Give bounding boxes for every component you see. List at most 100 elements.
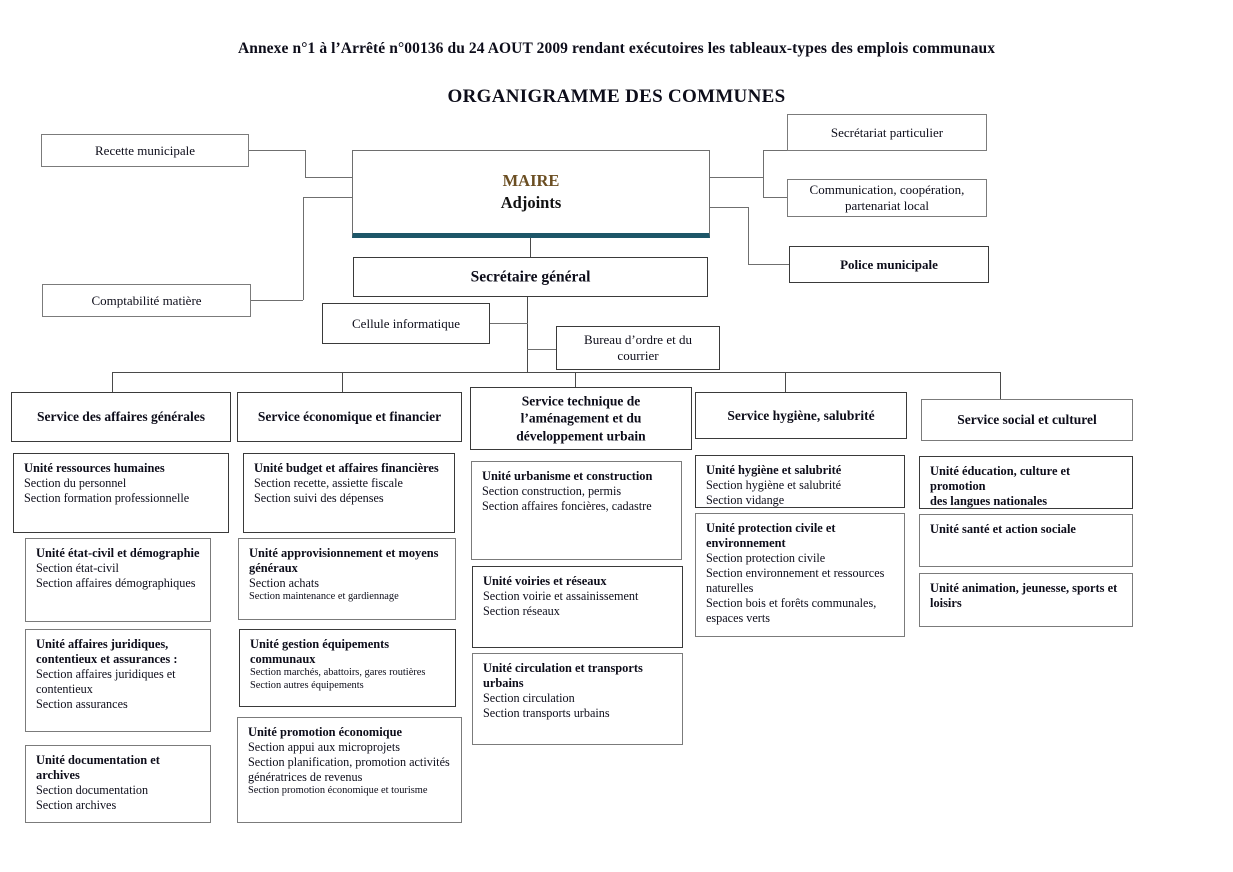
unit-title-line2: archives xyxy=(36,768,80,783)
box-service-technique[interactable]: Service technique de l’aménagement et du… xyxy=(470,387,692,450)
unit-etat-civil-demographie[interactable]: Unité état-civil et démographie Section … xyxy=(25,538,211,622)
unit-education-culture-langues[interactable]: Unité éducation, culture et promotion de… xyxy=(919,456,1133,509)
connector-cellule-h xyxy=(490,323,528,324)
unit-title: Unité santé et action sociale xyxy=(930,522,1076,536)
unit-documentation-archives[interactable]: Unité documentation et archives Section … xyxy=(25,745,211,823)
connector-drop-service-3 xyxy=(575,372,576,392)
unit-budget-affaires-financieres[interactable]: Unité budget et affaires financières Sec… xyxy=(243,453,455,533)
unit-section: Section suivi des dépenses xyxy=(254,491,384,505)
box-recette-municipale[interactable]: Recette municipale xyxy=(41,134,249,167)
box-secretariat-particulier[interactable]: Secrétariat particulier xyxy=(787,114,987,151)
unit-section: Section achats xyxy=(249,576,320,591)
box-cellule-informatique[interactable]: Cellule informatique xyxy=(322,303,490,344)
box-comptabilite-matiere[interactable]: Comptabilité matière xyxy=(42,284,251,317)
unit-title-line1: Unité animation, jeunesse, sports et xyxy=(930,581,1118,595)
unit-protection-civile-environnement[interactable]: Unité protection civile et environnement… xyxy=(695,513,905,637)
unit-section: Section documentation xyxy=(36,783,149,798)
connector-bureau-h xyxy=(527,349,556,350)
unit-title-line2: généraux xyxy=(249,561,298,576)
unit-title-line2: des langues nationales xyxy=(930,494,1048,509)
unit-title-line1: Unité circulation et transports xyxy=(483,661,643,675)
unit-section: Section planification, promotion activit… xyxy=(248,755,450,769)
connector-police-v xyxy=(748,207,749,264)
unit-section: Section maintenance et gardiennage xyxy=(249,591,399,603)
box-communication-cooperation[interactable]: Communication, coopération, partenariat … xyxy=(787,179,987,217)
unit-title: Unité budget et affaires financières xyxy=(254,461,439,475)
box-bureau-ordre-courrier-label: Bureau d’ordre et du courrier xyxy=(584,331,692,363)
box-service-hygiene-salubrite[interactable]: Service hygiène, salubrité xyxy=(695,392,907,439)
unit-section: Section autres équipements xyxy=(250,680,364,692)
unit-gestion-equipements-communaux[interactable]: Unité gestion équipements communaux Sect… xyxy=(239,629,456,707)
unit-section: Section construction, permis xyxy=(482,484,622,499)
unit-title: Unité gestion équipements communaux xyxy=(250,637,390,667)
unit-voiries-reseaux[interactable]: Unité voiries et réseaux Section voirie … xyxy=(472,566,683,648)
unit-section: Section marchés, abattoirs, gares routiè… xyxy=(250,667,426,679)
connector-right-stack-v xyxy=(763,150,764,197)
unit-title-line1: Unité protection civile et xyxy=(706,521,836,535)
connector-sg-down xyxy=(527,297,528,372)
page-title: ORGANIGRAMME DES COMMUNES xyxy=(447,86,786,107)
box-maire-label: MAIRE xyxy=(502,171,560,191)
unit-section: Section recette, assiette fiscale xyxy=(254,476,403,491)
unit-section: Section formation professionnelle xyxy=(24,491,190,505)
box-maire-adjoints[interactable]: MAIRE Adjoints xyxy=(352,150,710,238)
connector-recette-h1 xyxy=(248,150,306,151)
unit-section: Section affaires foncières, cadastre xyxy=(482,499,652,513)
unit-title: Unité promotion économique xyxy=(248,725,402,739)
connector-secretariat-h xyxy=(763,150,787,151)
box-bureau-ordre-courrier[interactable]: Bureau d’ordre et du courrier xyxy=(556,326,720,370)
unit-title-line1: Unité approvisionnement et moyens xyxy=(249,546,439,560)
unit-section: Section réseaux xyxy=(483,604,560,618)
connector-maire-police-h1 xyxy=(710,207,749,208)
unit-title-line2: loisirs xyxy=(930,596,962,611)
unit-promotion-economique[interactable]: Unité promotion économique Section appui… xyxy=(237,717,462,823)
service-3-header-line2: l’aménagement et du xyxy=(520,410,642,426)
unit-section: Section appui aux microprojets xyxy=(248,740,400,755)
connector-comptabilite-v xyxy=(303,197,304,300)
connector-communication-h xyxy=(763,197,787,198)
box-service-social-culturel[interactable]: Service social et culturel xyxy=(921,399,1133,441)
unit-hygiene-salubrite[interactable]: Unité hygiène et salubrité Section hygiè… xyxy=(695,455,905,508)
unit-urbanisme-construction[interactable]: Unité urbanisme et construction Section … xyxy=(471,461,682,560)
connector-comptabilite-h2 xyxy=(303,197,352,198)
connector-drop-service-4 xyxy=(785,372,786,395)
unit-title: Unité ressources humaines xyxy=(24,461,165,475)
unit-animation-jeunesse-sports-loisirs[interactable]: Unité animation, jeunesse, sports et loi… xyxy=(919,573,1133,627)
unit-section: Section vidange xyxy=(706,493,785,507)
box-secretariat-particulier-label: Secrétariat particulier xyxy=(830,124,944,140)
box-communication-line2: partenariat local xyxy=(844,198,930,213)
box-service-economique-financier[interactable]: Service économique et financier xyxy=(237,392,462,442)
connector-service-bar xyxy=(112,372,1001,373)
unit-circulation-transports-urbains[interactable]: Unité circulation et transports urbains … xyxy=(472,653,683,745)
unit-affaires-juridiques[interactable]: Unité affaires juridiques, contentieux e… xyxy=(25,629,211,732)
connector-drop-service-5 xyxy=(1000,372,1001,399)
unit-approvisionnement-moyens-generaux[interactable]: Unité approvisionnement et moyens généra… xyxy=(238,538,456,620)
unit-sante-action-sociale[interactable]: Unité santé et action sociale xyxy=(919,514,1133,567)
service-2-header: Service économique et financier xyxy=(257,409,442,425)
unit-section: Section assurances xyxy=(36,697,128,711)
unit-title-line1: Unité documentation et xyxy=(36,753,160,767)
unit-section: Section protection civile xyxy=(706,551,826,566)
unit-section: Section hygiène et salubrité xyxy=(706,478,842,493)
unit-section: Section bois et forêts communales, xyxy=(706,595,877,610)
box-police-municipale[interactable]: Police municipale xyxy=(789,246,989,283)
unit-title: Unité état-civil et démographie xyxy=(36,546,200,560)
unit-section: contentieux xyxy=(36,682,93,697)
unit-title-line1: Unité affaires juridiques, xyxy=(36,637,169,651)
unit-section: Section environnement et ressources xyxy=(706,566,885,581)
unit-section: espaces verts xyxy=(706,610,770,625)
connector-recette-v xyxy=(305,150,306,177)
service-4-header: Service hygiène, salubrité xyxy=(727,407,875,423)
unit-title-line2: urbains xyxy=(483,676,524,691)
unit-title-line1: Unité éducation, culture et promotion xyxy=(930,464,1071,494)
service-5-header: Service social et culturel xyxy=(957,412,1097,428)
connector-police-h2 xyxy=(748,264,789,265)
box-service-affaires-generales[interactable]: Service des affaires générales xyxy=(11,392,231,442)
annex-title: Annexe n°1 à l’Arrêté n°00136 du 24 AOUT… xyxy=(237,40,996,57)
service-1-header: Service des affaires générales xyxy=(36,409,206,425)
unit-title: Unité hygiène et salubrité xyxy=(706,463,842,477)
service-3-header-line3: développement urbain xyxy=(516,428,646,444)
unit-ressources-humaines[interactable]: Unité ressources humaines Section du per… xyxy=(13,453,229,533)
box-secretaire-general[interactable]: Secrétaire général xyxy=(353,257,708,297)
